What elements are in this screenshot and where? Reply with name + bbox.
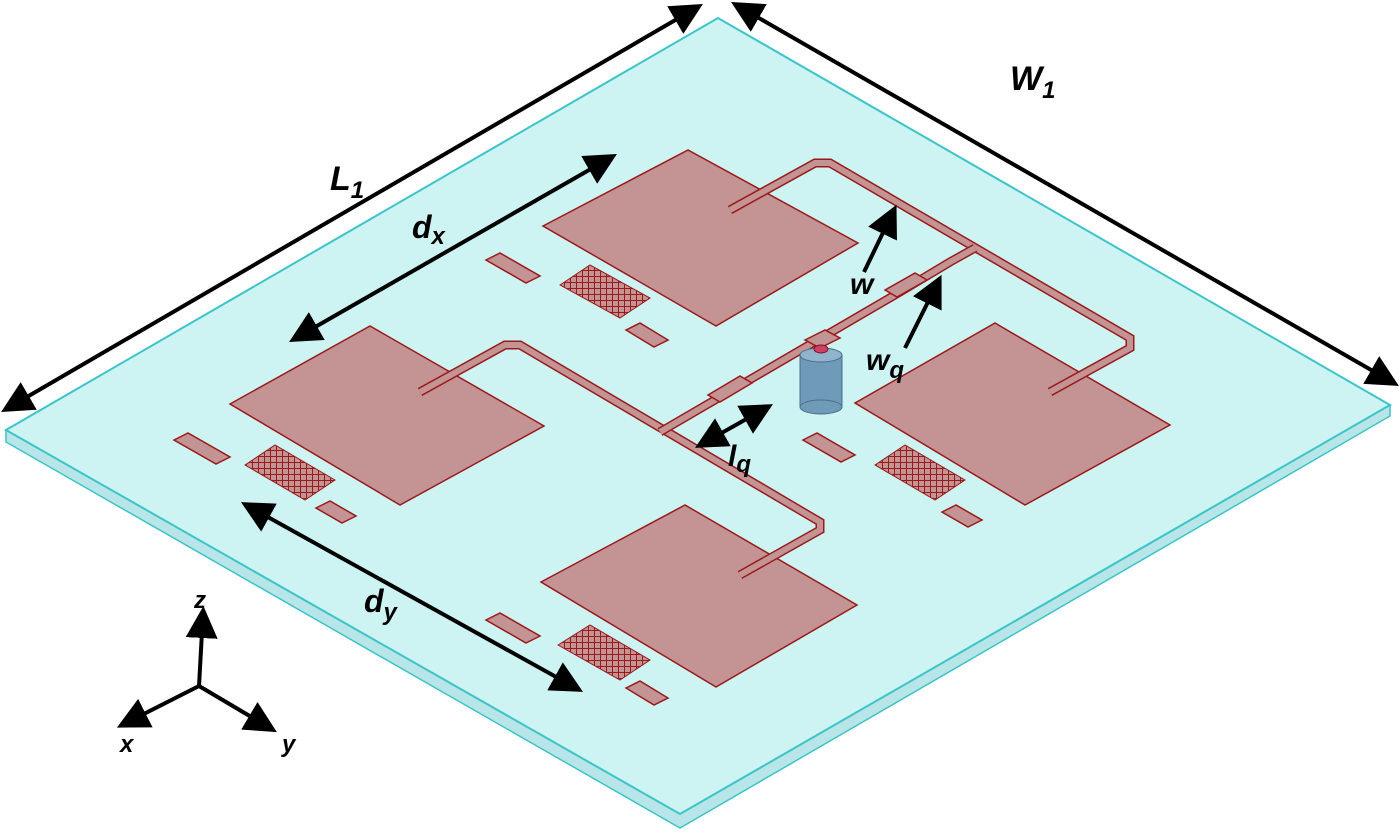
dy-label: dy — [364, 583, 399, 626]
wq-label: wq — [866, 344, 904, 384]
lq-arrow — [695, 404, 773, 448]
w-arrow — [862, 204, 897, 273]
axis-y-label: y — [281, 731, 297, 758]
dx-label: dx — [412, 209, 447, 250]
dy-arrow — [241, 502, 583, 692]
wq-arrow — [903, 274, 942, 349]
w-label: w — [850, 268, 875, 301]
lq-label: lq — [728, 440, 751, 478]
axis-x-label: x — [118, 731, 135, 758]
W1-label: W1 — [1010, 60, 1055, 104]
coordinate-axes — [116, 606, 277, 733]
L1-label: L1 — [330, 160, 364, 204]
coax-probe — [799, 344, 843, 415]
W1-arrow — [731, 2, 1399, 386]
axis-z-label: z — [193, 587, 206, 614]
patch-bottom — [539, 504, 859, 688]
dx-arrow — [289, 154, 617, 342]
substrate — [3, 16, 1393, 829]
